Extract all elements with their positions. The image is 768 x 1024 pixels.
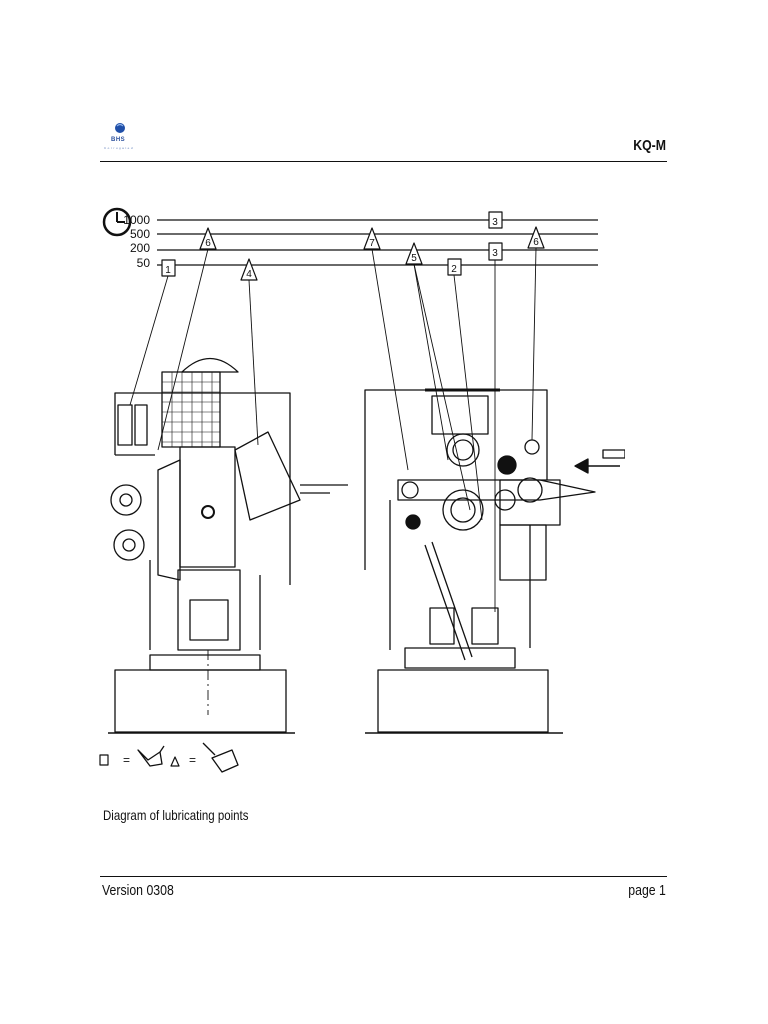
interval-label: 200: [130, 241, 150, 255]
oil-point-marker: [447, 258, 462, 276]
interval-label: 1000: [123, 213, 150, 227]
footer-rule: [100, 876, 667, 877]
marker-number: 6: [533, 237, 539, 248]
oil-can-icon: [137, 745, 165, 767]
marker-number: 3: [492, 248, 498, 259]
logo-text: BHS: [111, 137, 126, 143]
header-rule: [100, 161, 667, 162]
marker-number: 1: [165, 265, 171, 276]
machine-side-view: [108, 358, 348, 734]
diagram-caption: Diagram of lubricating points: [103, 807, 249, 823]
marker-number: 3: [492, 217, 498, 228]
interval-label: 500: [130, 227, 150, 241]
interval-label: 50: [137, 256, 151, 270]
oil-point-marker: [161, 259, 176, 277]
marker-number: 5: [411, 253, 417, 264]
marker-number: 7: [369, 238, 375, 249]
grease-gun-icon: [202, 742, 239, 773]
version-label: Version 0308: [102, 882, 174, 899]
legend-equals: =: [123, 753, 130, 767]
marker-number: 6: [205, 238, 211, 249]
clock-icon: [102, 207, 132, 237]
machine-front-view: [364, 388, 625, 734]
document-code: KQ-M: [633, 137, 666, 154]
lubrication-diagram: 1000 500 200 50 1 6 4 7 5 2 3 3 6: [99, 207, 625, 773]
oil-point-marker: [488, 242, 503, 261]
bhs-logo: [115, 123, 125, 133]
legend: = =: [99, 742, 239, 773]
logo-subtext: Corrugated: [104, 146, 135, 150]
leader-lines: [129, 247, 537, 612]
oil-point-marker: [488, 211, 503, 229]
marker-number: 4: [246, 269, 252, 280]
page-number: page 1: [628, 882, 666, 899]
marker-number: 2: [451, 264, 457, 275]
legend-equals: =: [189, 753, 196, 767]
